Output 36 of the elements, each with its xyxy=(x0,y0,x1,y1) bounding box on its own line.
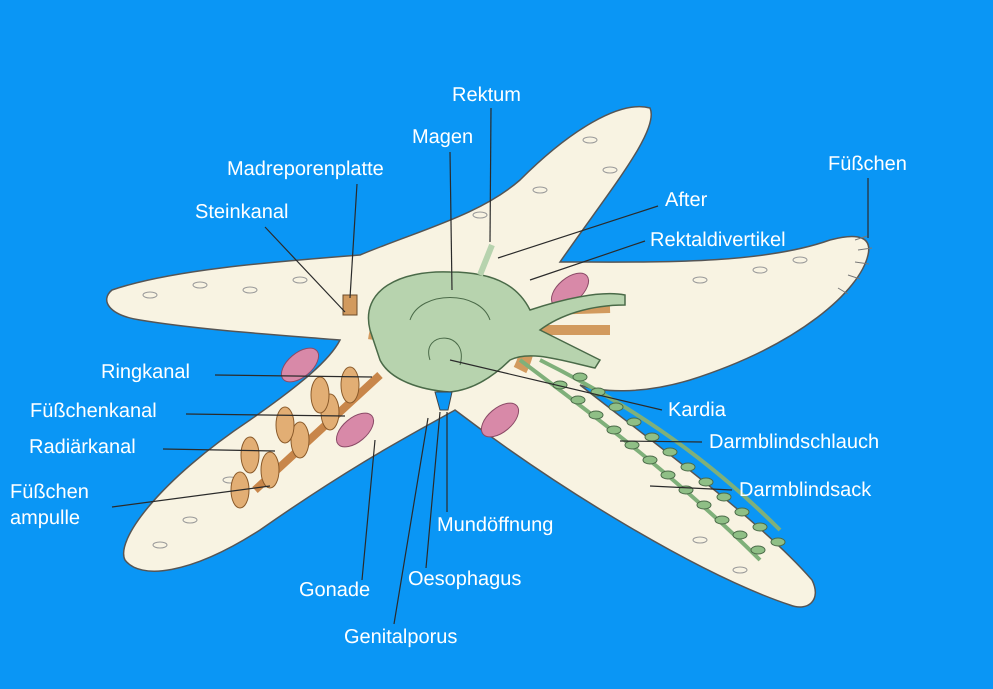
leader-line xyxy=(112,485,270,508)
leader-line xyxy=(489,108,492,242)
part-label: Füßchen ampulle xyxy=(10,479,110,531)
part-label: Kardia xyxy=(668,397,726,423)
leader-line xyxy=(393,418,429,624)
leader-line xyxy=(867,178,869,238)
part-label: Oesophagus xyxy=(408,566,522,592)
part-label: Ringkanal xyxy=(101,359,190,385)
part-label: Madreporenplatte xyxy=(227,156,384,182)
part-label: Füßchenkanal xyxy=(30,398,157,424)
leader-line xyxy=(186,413,345,417)
leader-line xyxy=(162,448,276,452)
part-label: Radiärkanal xyxy=(29,434,136,460)
leader-line xyxy=(450,359,662,411)
leader-line xyxy=(530,240,646,281)
leader-line xyxy=(650,485,732,491)
part-label: Füßchen xyxy=(828,151,907,177)
leader-line xyxy=(620,440,702,443)
part-label: Rektum xyxy=(452,82,521,108)
leader-line xyxy=(215,374,372,378)
leader-line xyxy=(446,412,448,512)
leader-line xyxy=(349,184,358,298)
part-label: Magen xyxy=(412,124,474,150)
part-label: Rektaldivertikel xyxy=(650,227,786,253)
leader-line xyxy=(361,440,376,580)
part-label: Darmblindschlauch xyxy=(709,429,880,455)
leader-line xyxy=(264,226,346,312)
leader-line xyxy=(449,152,453,290)
part-label: Steinkanal xyxy=(195,199,288,225)
leader-line xyxy=(498,205,658,259)
part-label: Genitalporus xyxy=(344,624,458,650)
leader-line xyxy=(425,412,441,568)
part-label: After xyxy=(665,187,708,213)
part-label: Mundöffnung xyxy=(437,512,554,538)
part-label: Gonade xyxy=(299,577,370,603)
part-label: Darmblindsack xyxy=(739,477,872,503)
